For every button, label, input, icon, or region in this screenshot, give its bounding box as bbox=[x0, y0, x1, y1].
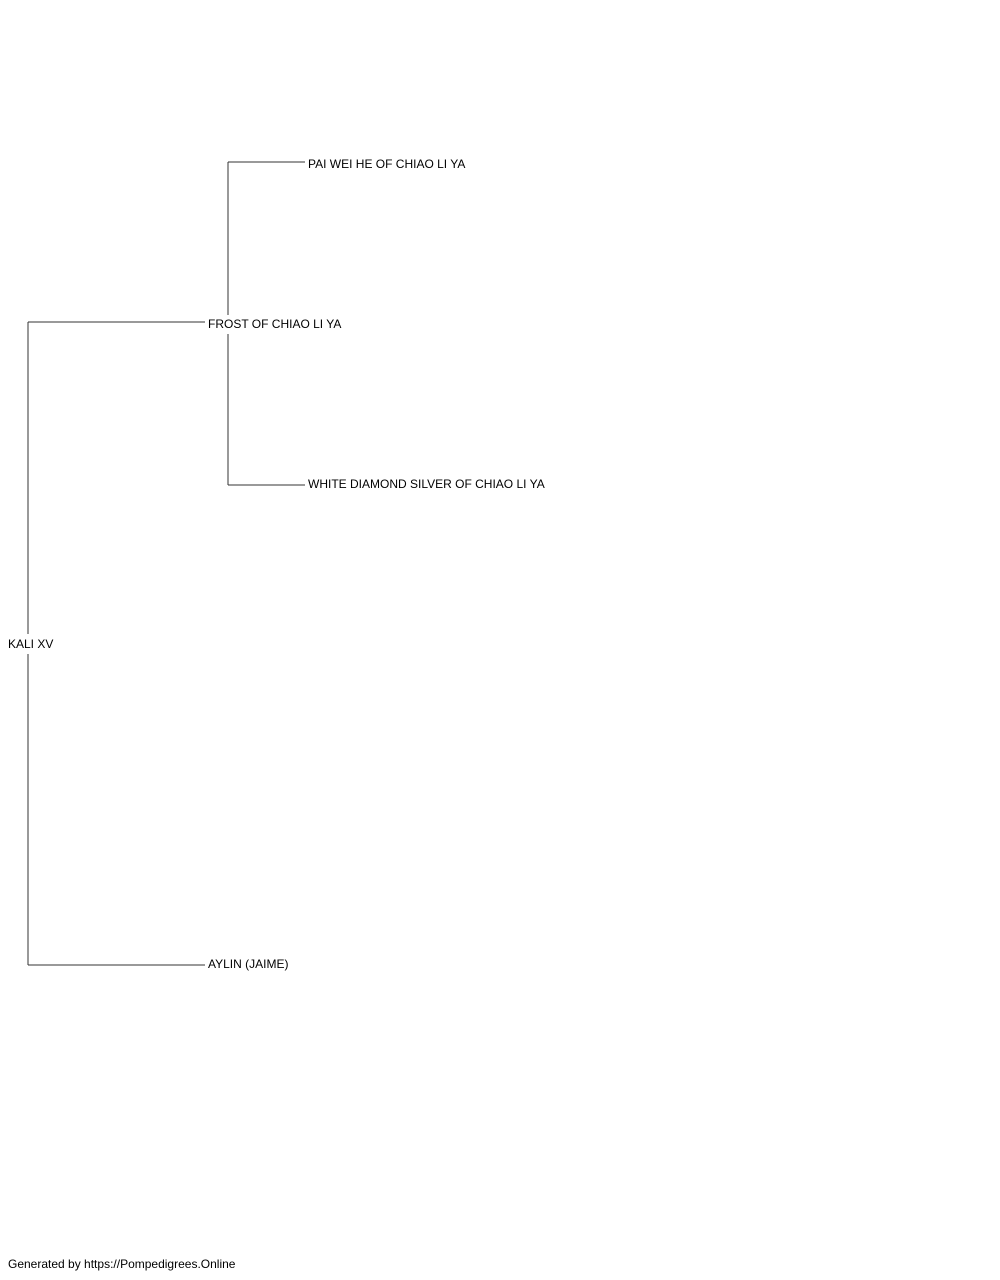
paternal-grandsire-name: PAI WEI HE OF CHIAO LI YA bbox=[308, 157, 465, 171]
generated-by-footer: Generated by https://Pompedigrees.Online bbox=[8, 1257, 236, 1271]
subject-name: KALI XV bbox=[8, 637, 53, 651]
paternal-granddam-name: WHITE DIAMOND SILVER OF CHIAO LI YA bbox=[308, 477, 545, 491]
dam-name: AYLIN (JAIME) bbox=[208, 957, 288, 971]
pedigree-chart: PAI WEI HE OF CHIAO LI YA FROST OF CHIAO… bbox=[8, 157, 545, 971]
sire-name: FROST OF CHIAO LI YA bbox=[208, 317, 341, 331]
